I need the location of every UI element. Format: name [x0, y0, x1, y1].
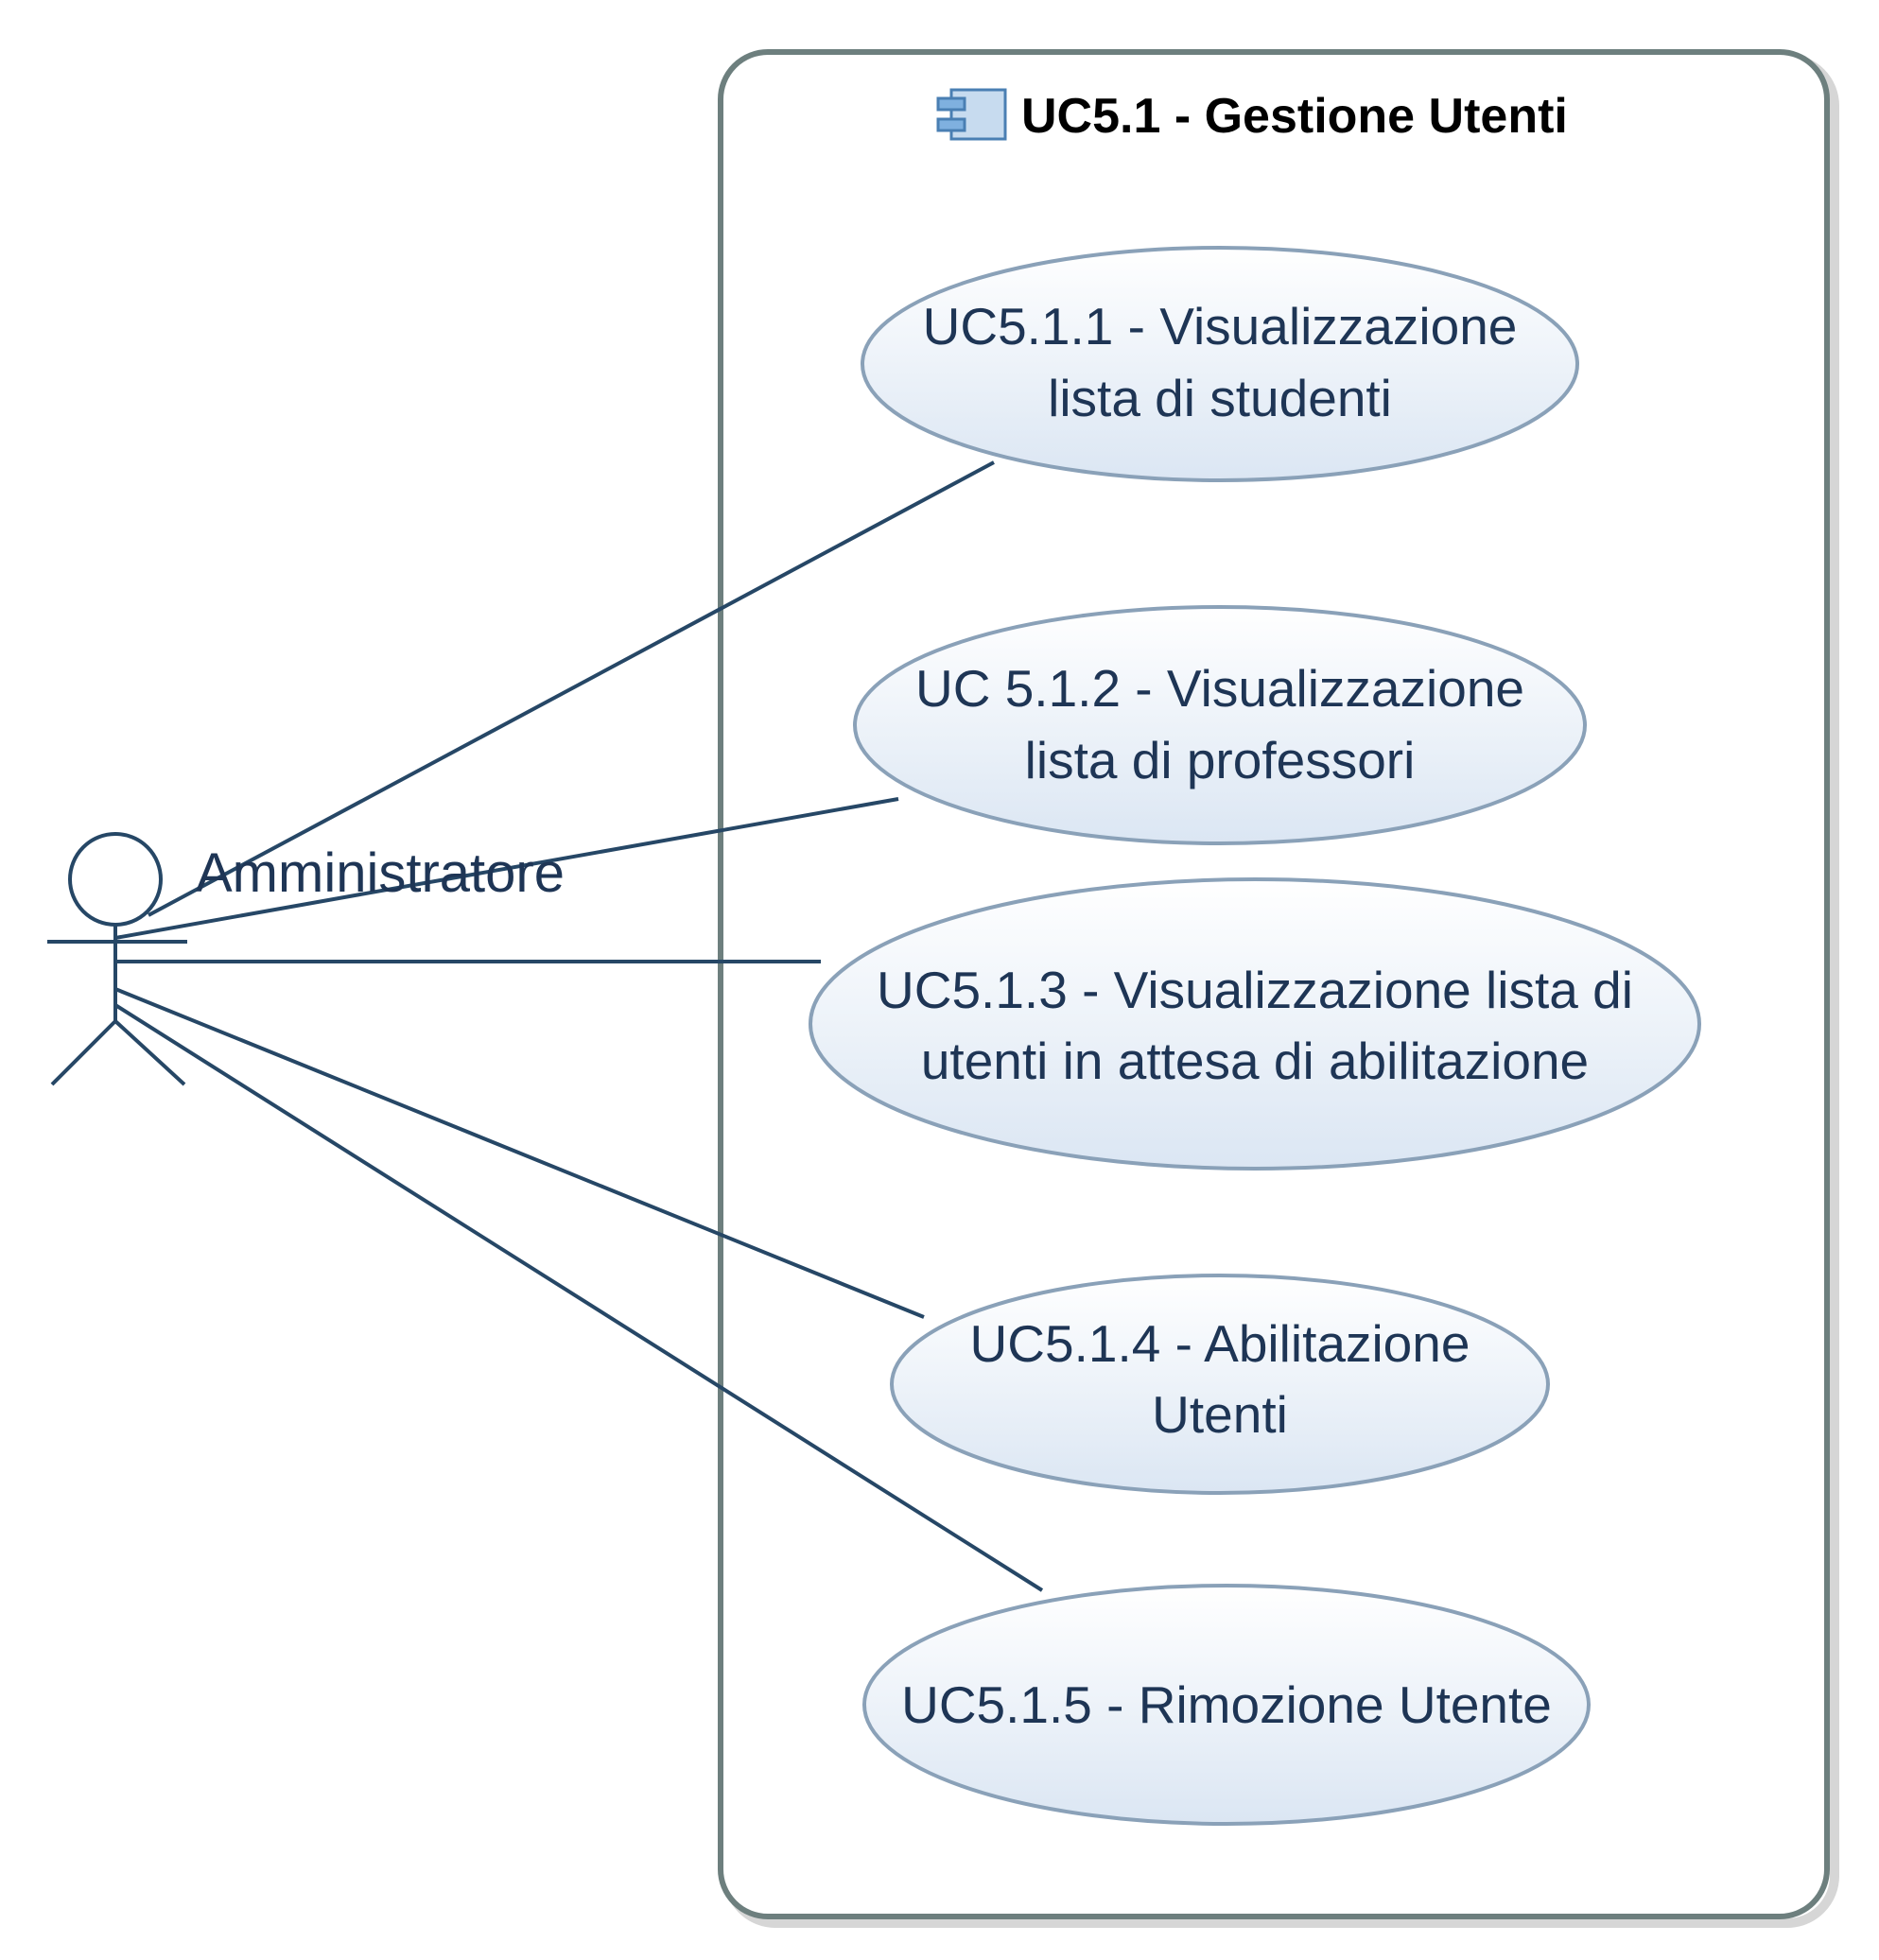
association-line-uc-5-1-5 [113, 1003, 1044, 1592]
use-case-label: UC 5.1.2 - Visualizzazione [915, 659, 1524, 718]
system-title-group: UC5.1 - Gestione Utenti [936, 88, 1568, 144]
use-case-uc-5-1-3[interactable]: UC5.1.3 - Visualizzazione lista di utent… [809, 877, 1701, 1171]
use-case-label: Utenti [1152, 1385, 1288, 1444]
use-case-label: UC5.1.5 - Rimozione Utente [901, 1675, 1552, 1734]
use-case-label: UC5.1.3 - Visualizzazione lista di [877, 961, 1633, 1019]
use-case-uc-5-1-5[interactable]: UC5.1.5 - Rimozione Utente [862, 1584, 1591, 1826]
associations [113, 460, 1044, 1592]
use-case-uc-5-1-1[interactable]: UC5.1.1 - Visualizzazione lista di stude… [861, 246, 1579, 482]
use-case-label: utenti in attesa di abilitazione [921, 1032, 1589, 1090]
use-case-label: UC5.1.4 - Abilitazione [970, 1314, 1470, 1373]
use-case-label: UC5.1.1 - Visualizzazione [923, 297, 1518, 356]
use-case-uc-5-1-2[interactable]: UC 5.1.2 - Visualizzazione lista di prof… [853, 605, 1587, 845]
association-line-uc-5-1-4 [114, 987, 925, 1319]
component-icon [936, 88, 1007, 141]
use-case-label: lista di professori [1025, 731, 1416, 789]
association-line-uc-5-1-1 [148, 460, 995, 917]
stick-figure-icon [47, 832, 187, 1086]
use-case-label: lista di studenti [1048, 369, 1392, 427]
actor-amministratore[interactable]: Amministratore [47, 832, 565, 1086]
actor-label: Amministratore [196, 842, 565, 904]
use-case-uc-5-1-4[interactable]: UC5.1.4 - Abilitazione Utenti [890, 1274, 1550, 1495]
association-line-uc-5-1-2 [114, 797, 899, 940]
system-title: UC5.1 - Gestione Utenti [1021, 89, 1568, 144]
